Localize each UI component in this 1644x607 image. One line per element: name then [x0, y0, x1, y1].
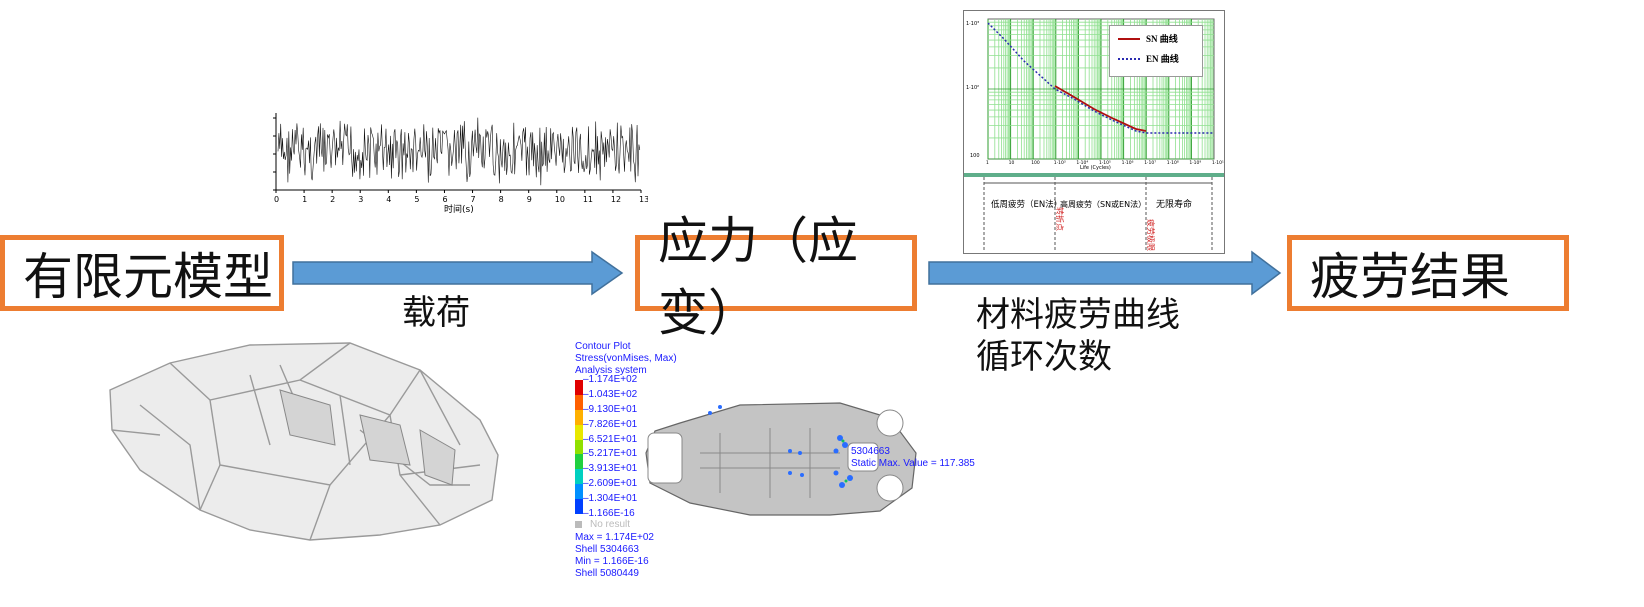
material-caption-line1: 材料疲劳曲线 — [976, 295, 1180, 335]
contour-level-label: –1.166E-16 — [583, 508, 635, 519]
no-result-label: No result — [590, 519, 631, 530]
fatigue-result-label: 疲劳结果 — [1310, 248, 1510, 306]
max-node-label: 5304663 — [851, 446, 890, 457]
load-caption: 载荷 — [402, 293, 470, 333]
y-axis-ticks — [273, 117, 276, 191]
contour-min: Min = 1.166E-16 — [575, 556, 649, 567]
contour-level-label: –6.521E+01 — [583, 433, 638, 445]
sn-curve — [1054, 85, 1147, 132]
load-x-tick-label: 7 — [471, 195, 476, 204]
load-x-tick-label: 3 — [358, 195, 363, 204]
fatigue-x-tick-label: 1·10⁹ — [1189, 160, 1201, 166]
car-body-fe-model — [109, 342, 499, 541]
load-x-tick-label: 12 — [611, 195, 621, 204]
legend-sn: SN 曲线 — [1146, 34, 1178, 44]
load-x-tick-label: 8 — [499, 195, 504, 204]
material-caption-line2: 循环次数 — [976, 337, 1112, 377]
load-x-tick-label: 5 — [414, 195, 419, 204]
contour-level-label: –3.913E+01 — [583, 463, 638, 475]
load-x-tick-label: 6 — [442, 195, 447, 204]
contour-color-swatch — [575, 454, 583, 470]
contour-level-label: –5.217E+01 — [583, 448, 638, 460]
fatigue-x-tick-label: 1·10⁵ — [1099, 160, 1111, 166]
contour-color-swatch — [575, 394, 583, 410]
fatigue-x-tick-label: 1·10⁴ — [1076, 160, 1088, 166]
fatigue-x-tick-label: 1 — [986, 160, 989, 166]
fatigue-xlabel: Life (Cycles) — [1080, 165, 1111, 171]
load-x-tick-label: 13 — [639, 195, 648, 204]
load-arrow — [292, 250, 624, 296]
marker-fatigue-limit: 疲劳极限 — [1146, 219, 1156, 251]
fe-model-label: 有限元模型 — [23, 248, 273, 306]
contour-level-label: –1.043E+02 — [583, 388, 638, 400]
contour-color-swatch — [575, 439, 583, 455]
fatigue-x-tick-label: 10 — [1009, 160, 1015, 166]
contour-color-swatch — [575, 380, 583, 395]
contour-system: Analysis system — [575, 365, 647, 376]
contour-color-swatch — [575, 469, 583, 485]
contour-level-label: –9.130E+01 — [583, 403, 638, 415]
fatigue-x-tick-label: 1·10⁸ — [1167, 160, 1179, 166]
load-x-tick-label: 1 — [302, 195, 307, 204]
stress-strain-box: 应力（应变） — [635, 212, 917, 342]
material-arrow — [928, 250, 1282, 296]
contour-min-shell: Shell 5080449 — [575, 568, 639, 579]
region-infinite-life: 无限寿命 — [1156, 198, 1192, 210]
contour-level-label: –7.826E+01 — [583, 418, 638, 430]
fatigue-ytick-2: 1·10² — [966, 85, 979, 91]
fatigue-ytick-1: 1·10³ — [966, 21, 979, 27]
fatigue-x-tick-label: 100 — [1031, 160, 1040, 166]
fatigue-curve-panel: 1·10³ 1·10² 100 1 10 100 1·10³ 1·10⁴ 1·10⁵ 1·1… — [963, 10, 1226, 254]
load-xlabel: 时间(s) — [444, 203, 474, 215]
load-x-tick-label: 0 — [274, 195, 279, 204]
contour-color-swatch — [575, 499, 583, 514]
contour-max-shell: Shell 5304663 — [575, 544, 639, 555]
load-x-tick-label: 10 — [555, 195, 565, 204]
contour-color-swatch — [575, 484, 583, 500]
load-signal-line — [277, 117, 641, 186]
fatigue-x-tick-label: 1·10⁷ — [1144, 160, 1156, 166]
contour-level-label: –1.174E+02 — [583, 374, 638, 385]
contour-color-swatch — [575, 424, 583, 440]
load-x-tick-label: 9 — [527, 195, 532, 204]
region-low-cycle: 低周疲劳（EN法） — [991, 199, 1062, 210]
fatigue-x-tick-label: 1·10⁶ — [1122, 160, 1134, 166]
legend-en: EN 曲线 — [1146, 54, 1179, 64]
static-max-label: Static Max. Value = 117.385 — [851, 458, 975, 469]
contour-color-swatch — [575, 409, 583, 425]
contour-color-bar — [575, 380, 583, 514]
contour-title: Contour Plot — [575, 341, 631, 352]
region-high-cycle: 高周疲劳（SN或EN法） — [1060, 199, 1146, 209]
fatigue-x-tick-label: 1·10³ — [1054, 160, 1066, 166]
fe-model-box: 有限元模型 — [0, 235, 284, 311]
no-result-swatch — [575, 521, 582, 528]
fatigue-legend: SN 曲线 EN 曲线 — [1109, 25, 1203, 77]
fatigue-result-box: 疲劳结果 — [1287, 235, 1569, 311]
load-x-tick-label: 2 — [330, 195, 335, 204]
stress-strain-label: 应力（应变） — [658, 212, 858, 342]
contour-subtitle: Stress(vonMises, Max) — [575, 353, 677, 364]
contour-max: Max = 1.174E+02 — [575, 532, 654, 543]
load-x-tick-label: 11 — [583, 195, 593, 204]
marker-turning-point: 转折点 — [1055, 207, 1065, 231]
en-curve — [987, 22, 1214, 134]
stress-contour-car — [645, 402, 917, 516]
load-x-tick-label: 4 — [386, 195, 391, 204]
fatigue-ytick-3: 100 — [970, 153, 980, 159]
contour-level-label: –2.609E+01 — [583, 478, 638, 490]
contour-level-label: –1.304E+01 — [583, 493, 638, 505]
fatigue-x-tick-labels: 1 10 100 1·10³ 1·10⁴ 1·10⁵ 1·10⁶ 1·10⁷ 1·10⁸ 1·10… — [986, 160, 1226, 166]
